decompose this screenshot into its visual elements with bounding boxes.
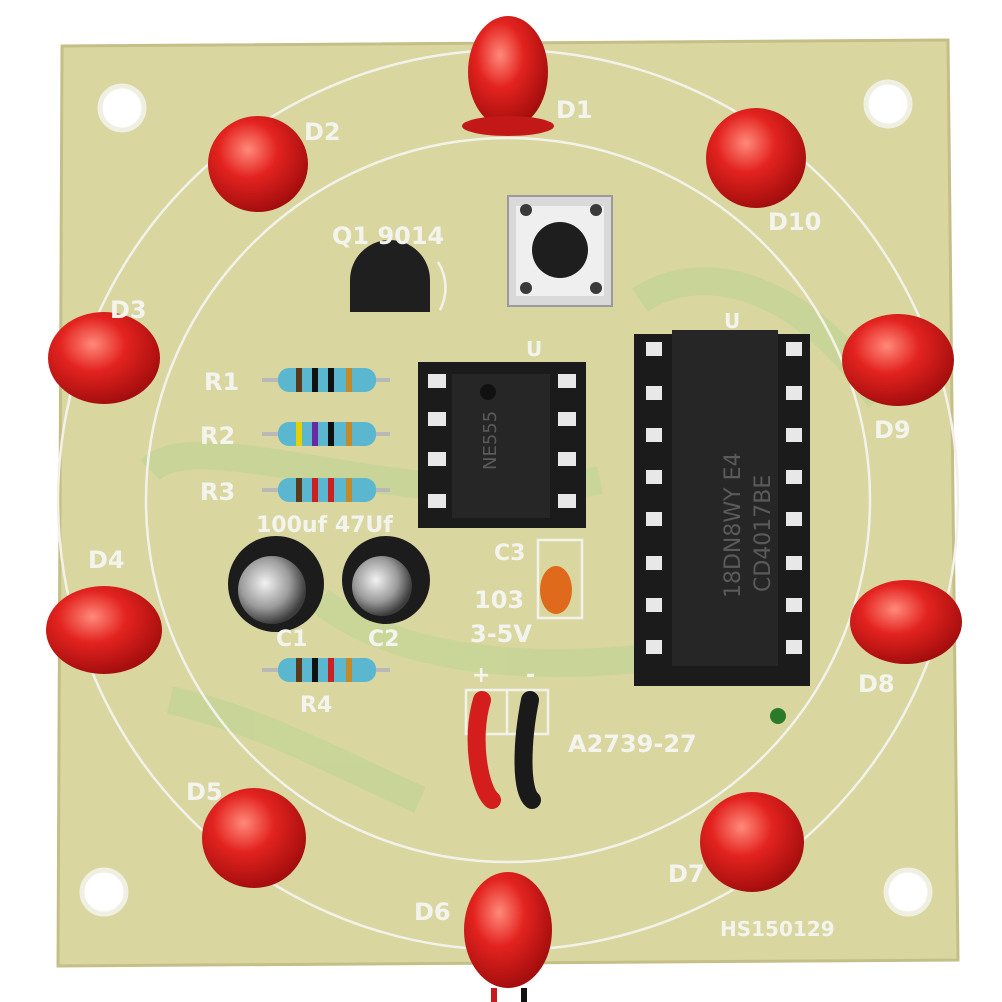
label-c3: C3: [494, 541, 525, 566]
label-c1: C1: [276, 627, 307, 652]
label-r4: R4: [300, 693, 332, 718]
label-r2: R2: [200, 422, 235, 450]
mount-hole-tr: [863, 79, 913, 129]
label-d3: D3: [110, 296, 147, 324]
label-voltage: 3-5V: [470, 620, 532, 648]
led-d9: [842, 314, 954, 406]
label-c3-value: 103: [474, 586, 524, 614]
label-q1: Q1 9014: [332, 222, 444, 250]
label-d2: D2: [304, 118, 341, 146]
led-d4: [46, 586, 162, 674]
led-d1: [462, 16, 554, 136]
ic-socket-8pin: [418, 362, 586, 528]
mount-hole-bl: [79, 867, 129, 917]
label-c2: C2: [368, 627, 399, 652]
capacitor-c1: [228, 536, 324, 632]
resistor-r3: [262, 478, 390, 502]
label-d1: D1: [556, 96, 593, 124]
power-terminal: [464, 688, 550, 809]
label-board-code: A2739-27: [568, 730, 697, 758]
led-indicator-dot: [770, 708, 786, 724]
resistor-r2: [262, 422, 390, 446]
label-d6: D6: [414, 898, 451, 926]
label-d5: D5: [186, 778, 223, 806]
mount-hole-tl: [97, 83, 147, 133]
chip-marking-4017-line2: CD4017BE: [751, 475, 776, 592]
led-d7: [700, 792, 804, 892]
push-button: [507, 195, 613, 307]
led-d2: [208, 116, 308, 212]
chip-marking-555: NE555: [480, 411, 501, 470]
silk-ring-inner: [144, 136, 872, 864]
chip-marking-4017-line1: 18DN8WY E4: [721, 453, 746, 598]
led-d8: [850, 580, 962, 664]
ceramic-capacitor-c3: [536, 538, 584, 620]
label-minus: -: [526, 663, 535, 688]
label-d7: D7: [668, 860, 705, 888]
capacitor-c2: [342, 536, 430, 624]
resistor-r4: [262, 658, 390, 682]
led-d10: [706, 108, 806, 208]
label-r3: R3: [200, 478, 235, 506]
transistor-q1: [350, 240, 447, 312]
label-serial: HS150129: [720, 917, 835, 941]
label-cap-values: 100uf 47Uf: [256, 513, 393, 538]
label-u-large: U: [724, 309, 740, 333]
label-u-small: U: [526, 337, 542, 361]
led-d3: [48, 312, 160, 404]
mount-hole-br: [883, 867, 933, 917]
ic-socket-16pin: [634, 330, 810, 686]
label-plus: +: [472, 663, 490, 688]
label-d9: D9: [874, 416, 911, 444]
label-d8: D8: [858, 670, 895, 698]
label-r1: R1: [204, 368, 239, 396]
led-d6: [464, 872, 552, 988]
label-d10: D10: [768, 208, 821, 236]
led-d5: [202, 788, 306, 888]
label-d4: D4: [88, 546, 125, 574]
resistor-r1: [262, 368, 390, 392]
